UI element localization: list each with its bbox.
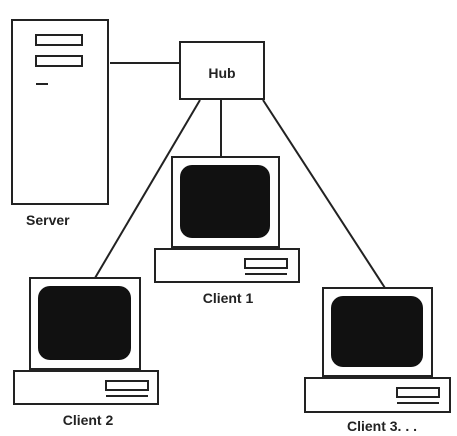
hub-label: Hub — [208, 65, 235, 81]
hub-box — [179, 41, 265, 100]
hub-node: Hub — [179, 41, 265, 100]
client1-drive — [244, 258, 288, 269]
client3-screen — [331, 296, 423, 367]
server-drive-bay-2 — [35, 55, 83, 67]
client2-base — [13, 370, 159, 405]
server-node: Server — [11, 19, 109, 228]
client2-drive — [105, 380, 149, 391]
client3-node: Client 3. . . — [304, 287, 451, 434]
client2-screen — [38, 286, 131, 360]
server-drive-bay-1 — [35, 34, 83, 46]
server-label: Server — [26, 212, 70, 228]
client1-label: Client 1 — [203, 290, 254, 306]
server-tower — [11, 19, 109, 205]
client2-node: Client 2 — [13, 277, 159, 428]
hub-client2-link — [94, 99, 201, 279]
client1-node: Client 1 — [154, 156, 300, 306]
connections — [94, 62, 386, 289]
client2-label: Client 2 — [63, 412, 114, 428]
client3-drive — [396, 387, 440, 398]
client1-screen — [180, 165, 270, 238]
client3-label: Client 3. . . — [347, 418, 417, 434]
hub-client3-link — [262, 99, 386, 289]
